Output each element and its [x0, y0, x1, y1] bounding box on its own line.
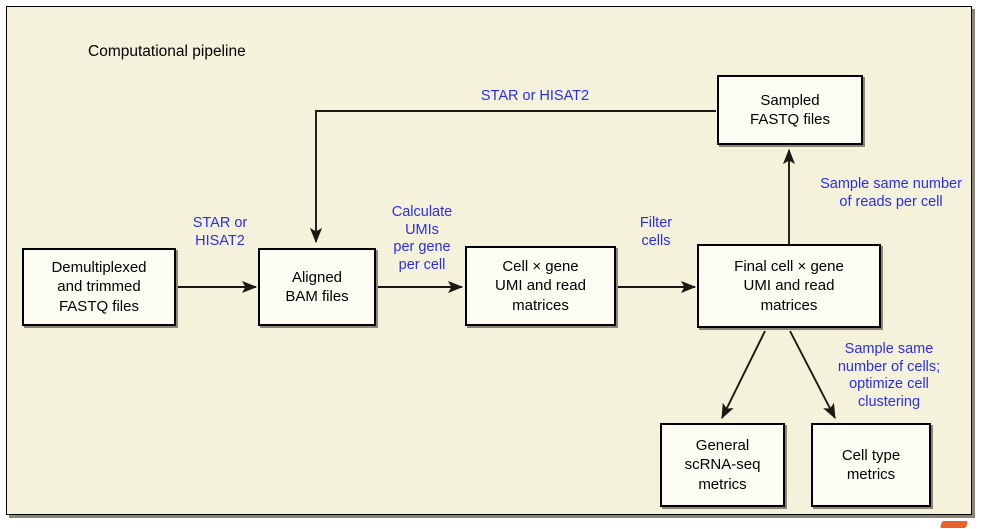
node-cell-gene-matrix-label: Cell × gene UMI and read matrices — [495, 258, 586, 314]
edge-label-sample-reads: Sample same number of reads per cell — [820, 176, 962, 210]
edge-label-calculate-umis: Calculate UMIs per gene per cell — [391, 204, 453, 274]
page-title: Computational pipeline — [88, 43, 246, 60]
edge-label-filter-cells: Filter cells — [639, 215, 673, 249]
node-sampled-fastq[interactable]: Sampled FASTQ files — [717, 75, 863, 145]
node-aligned-bam-label: Aligned BAM files — [285, 268, 349, 305]
accent-mark — [939, 521, 969, 528]
node-sampled-fastq-label: Sampled FASTQ files — [749, 91, 831, 128]
node-cell-gene-matrix[interactable]: Cell × gene UMI and read matrices — [465, 246, 616, 326]
node-demultiplexed-fastq-label: Demultiplexed and trimmed FASTQ files — [51, 259, 147, 315]
node-final-matrix-label: Final cell × gene UMI and read matrices — [734, 258, 844, 314]
node-final-matrix[interactable]: Final cell × gene UMI and read matrices — [697, 244, 881, 328]
node-celltype-metrics[interactable]: Cell type metrics — [811, 423, 931, 507]
edge-label-star-hisat2-left: STAR or HISAT2 — [192, 215, 248, 249]
node-general-metrics-label: General scRNA-seq metrics — [684, 437, 761, 493]
node-general-metrics[interactable]: General scRNA-seq metrics — [660, 423, 785, 507]
node-aligned-bam[interactable]: Aligned BAM files — [258, 248, 376, 326]
node-celltype-metrics-label: Cell type metrics — [841, 446, 901, 483]
edge-label-sample-cells: Sample same number of cells; optimize ce… — [837, 341, 941, 411]
edge-label-star-hisat2-top: STAR or HISAT2 — [480, 88, 590, 104]
node-demultiplexed-fastq[interactable]: Demultiplexed and trimmed FASTQ files — [22, 248, 176, 326]
